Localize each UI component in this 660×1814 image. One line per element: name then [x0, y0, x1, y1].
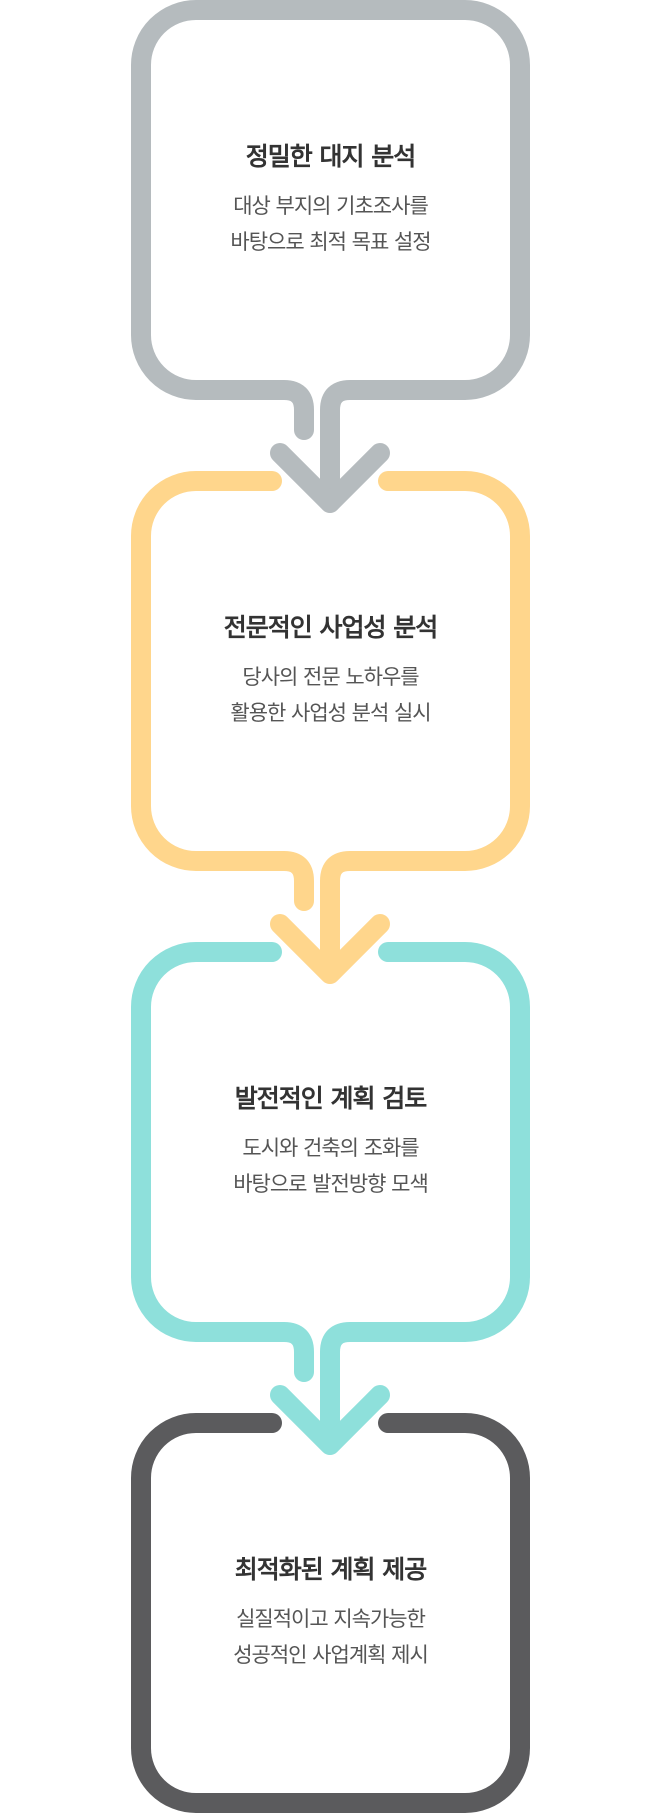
desc-line: 실질적이고 지속가능한	[236, 1607, 426, 1631]
step-title: 최적화된 계획 제공	[234, 1555, 427, 1584]
step-box-outline	[131, 942, 314, 1382]
desc-line: 도시와 건축의 조화를	[242, 1136, 419, 1160]
desc-line: 바탕으로 최적 목표 설정	[230, 230, 431, 254]
desc-line: 활용한 사업성 분석 실시	[230, 701, 431, 725]
step-box-outline	[320, 942, 530, 1452]
desc-line: 바탕으로 발전방향 모색	[233, 1172, 429, 1196]
step-box-outline	[131, 471, 314, 911]
desc-line: 대상 부지의 기초조사를	[233, 194, 429, 218]
step-box-outline	[131, 1413, 530, 1813]
desc-line: 성공적인 사업계획 제시	[233, 1643, 429, 1667]
arrow-down-icon	[270, 443, 390, 513]
step-title: 정밀한 대지 분석	[245, 142, 416, 171]
arrow-down-icon	[270, 914, 390, 984]
step-title: 발전적인 계획 검토	[234, 1084, 427, 1113]
step-title: 전문적인 사업성 분석	[223, 613, 438, 642]
arrow-down-icon	[270, 1385, 390, 1455]
desc-line: 당사의 전문 노하우를	[242, 665, 419, 689]
step-box-outline	[131, 0, 530, 510]
step-box-outline	[320, 471, 530, 981]
